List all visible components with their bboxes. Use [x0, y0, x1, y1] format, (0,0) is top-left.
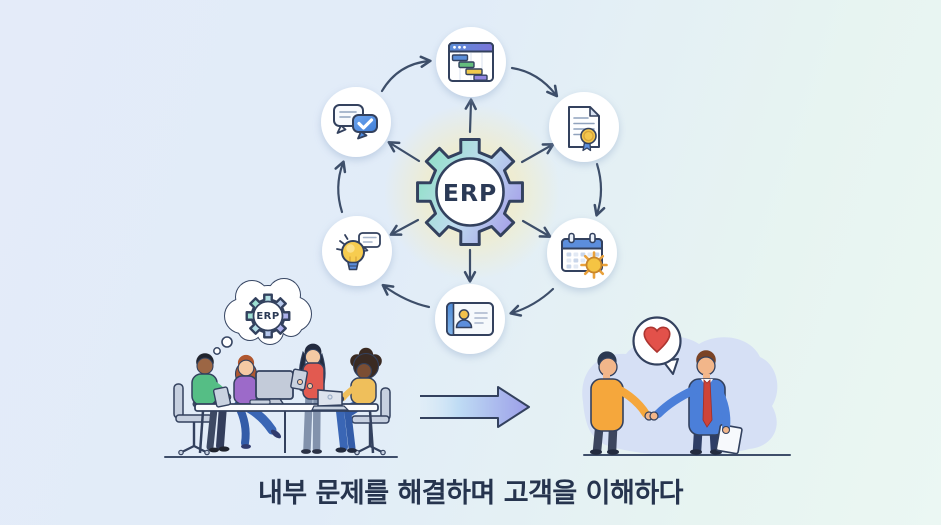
laptop [311, 389, 350, 411]
tablet-on-table [212, 386, 232, 408]
radial-arrow-bottom-left [389, 218, 420, 236]
radial-arrow-top-right [520, 143, 555, 164]
heart-speech-bubble [632, 316, 682, 375]
tie [702, 379, 713, 428]
meeting-scene: ERP [164, 278, 398, 458]
id-card-icon [446, 302, 494, 336]
arrow-chat-to-gantt [380, 55, 432, 93]
gear-hub [435, 157, 505, 227]
heart-icon [643, 326, 671, 354]
caption-text: 내부 문제를 해결하며 고객을 이해하다 [257, 478, 684, 509]
customer-figure [590, 351, 654, 456]
thought-bubble-erp-gear: ERP [245, 293, 291, 339]
handshake-scene [582, 316, 791, 456]
sun [580, 251, 608, 279]
salesperson-figure [649, 350, 743, 456]
arrow-gantt-to-certificate [510, 66, 559, 98]
check-icon [357, 118, 374, 130]
lightbulb-idea-icon [336, 232, 381, 271]
radial-arrow-bottom-right [521, 219, 552, 238]
radial-arrows [387, 98, 555, 283]
cycle-arrows [334, 55, 606, 317]
thought-erp-label: ERP [256, 311, 279, 322]
arrow-idcard-to-lightbulb [381, 283, 431, 309]
arrow-certificate-to-calendar [593, 162, 606, 217]
radial-arrow-top [464, 98, 477, 134]
calendar-sun-icon [561, 232, 608, 279]
arrow-lightbulb-to-chat [334, 160, 347, 214]
erp-gear: ERP [416, 138, 524, 246]
erp-label: ERP [443, 179, 497, 207]
chat-check-icon [333, 104, 378, 140]
transition-arrow [420, 386, 530, 428]
gantt-chart-icon [448, 42, 494, 82]
radial-arrow-top-left [387, 140, 421, 163]
keyboard [249, 399, 271, 405]
thought-bubble: ERP [213, 278, 312, 355]
certificate-icon [568, 106, 600, 152]
arrow-calendar-to-idcard [509, 287, 555, 317]
